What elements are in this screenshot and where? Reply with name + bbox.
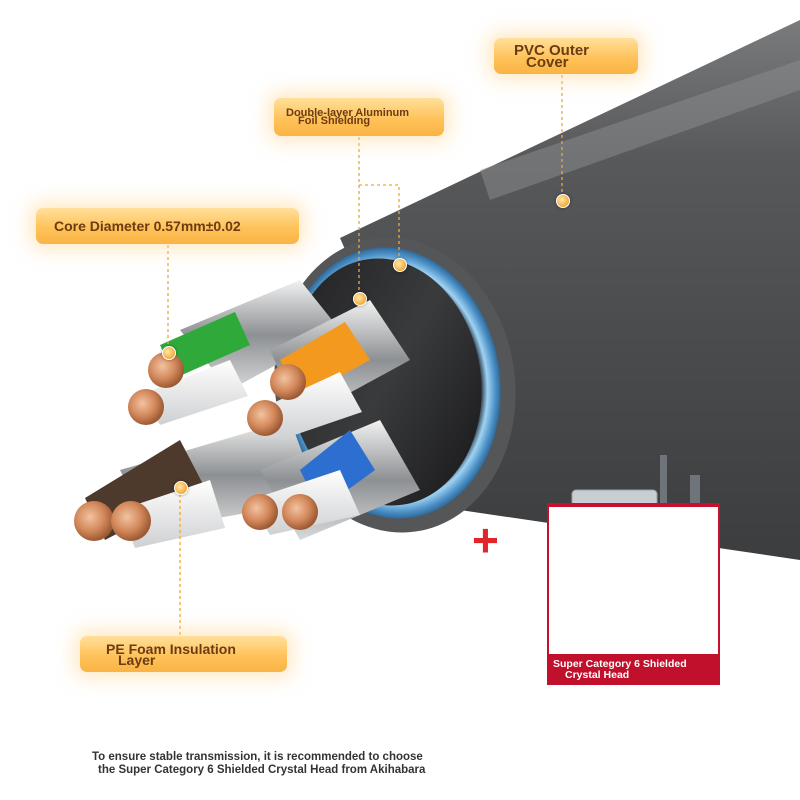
copper-core bbox=[282, 494, 318, 530]
label-line: Double-layer Aluminum bbox=[286, 106, 410, 119]
marker-dot-core bbox=[162, 346, 176, 360]
caption-line: Super Category 6 Shielded bbox=[553, 658, 687, 670]
marker-dot-pe bbox=[174, 481, 188, 495]
copper-core bbox=[111, 501, 151, 541]
core-diameter-label: Core Diameter 0.57mm±0.02 bbox=[36, 208, 299, 244]
footer-line: the Super Category 6 Shielded Crystal He… bbox=[98, 763, 426, 776]
marker-dot-foil bbox=[393, 258, 407, 272]
copper-core bbox=[128, 389, 164, 425]
copper-core bbox=[242, 494, 278, 530]
plus-icon: + bbox=[472, 514, 499, 566]
foil-shielding-label: Double-layer Aluminum Foil Shielding bbox=[274, 98, 444, 136]
label-line: Foil Shielding bbox=[298, 114, 371, 127]
caption-line: Crystal Head bbox=[565, 668, 630, 681]
leader-foil bbox=[358, 137, 400, 263]
pe-foam-insulation-label: PE Foam Insulation Layer bbox=[80, 636, 287, 672]
label-line: Layer bbox=[118, 651, 156, 668]
connector-caption: Super Category 6 Shielded Crystal Head bbox=[547, 654, 720, 685]
orange-white-wire bbox=[258, 372, 362, 440]
copper-core bbox=[148, 352, 184, 388]
footer-line: To ensure stable transmission, it is rec… bbox=[92, 751, 423, 763]
copper-core bbox=[74, 501, 114, 541]
marker-dot-braid bbox=[353, 292, 367, 306]
green-white-wire bbox=[140, 360, 248, 425]
footer-note: To ensure stable transmission, it is rec… bbox=[92, 751, 425, 776]
marker-dot-pvc bbox=[556, 194, 570, 208]
green-wire bbox=[160, 312, 250, 378]
jacket-highlight bbox=[480, 60, 800, 200]
pvc-outer-cover-label: PVC Outer Cover bbox=[494, 38, 638, 74]
label-line: PE Foam Insulation bbox=[106, 640, 236, 657]
label-line: PVC Outer bbox=[514, 41, 590, 59]
copper-core bbox=[247, 400, 283, 436]
copper-core bbox=[270, 364, 306, 400]
label-line: Core Diameter 0.57mm±0.02 bbox=[54, 218, 241, 234]
label-line: Cover bbox=[526, 53, 569, 71]
